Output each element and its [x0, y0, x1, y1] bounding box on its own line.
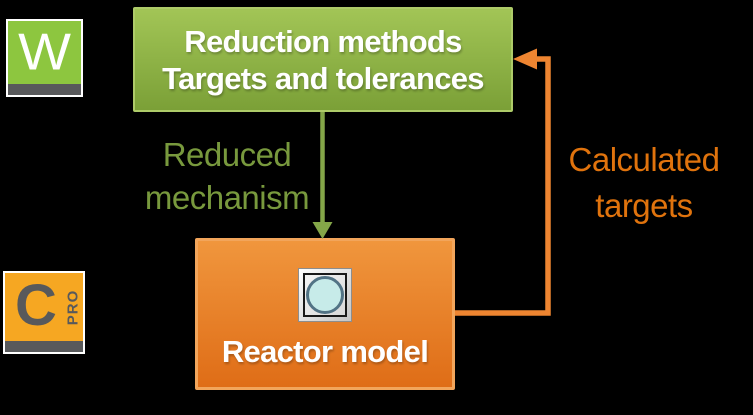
chemkin-pro-badge: PRO — [64, 289, 82, 326]
workbench-logo-face: W — [8, 21, 81, 84]
workbench-logo-icon: W — [6, 19, 83, 97]
calculated-targets-line1: Calculated — [568, 141, 720, 178]
reduced-mechanism-line1: Reduced — [162, 136, 292, 173]
reactor-icon-circle — [306, 276, 344, 314]
calculated-targets-line2: targets — [595, 187, 693, 224]
orange-box-title: Reactor model — [221, 334, 429, 369]
chemkin-logo-face: C PRO — [5, 273, 83, 341]
chemkin-letter: C — [15, 273, 57, 338]
green-box-title-line1: Reduction methods — [184, 23, 462, 59]
reduced-mechanism-line2: mechanism — [144, 179, 310, 216]
reactor-circle-icon — [298, 268, 352, 322]
green-box-title-line2: Targets and tolerances — [162, 60, 484, 96]
reactor-model-box: Reactor model — [195, 238, 455, 390]
workbench-letter: W — [18, 22, 71, 81]
calculated-targets-label: Calculated targets — [548, 137, 740, 229]
reduced-mechanism-label: Reduced mechanism — [116, 133, 338, 219]
workbench-logo-bar — [8, 84, 81, 95]
chemkin-logo-bar — [5, 341, 83, 352]
reactor-icon-frame — [303, 273, 347, 317]
chemkin-pro-logo-icon: C PRO — [3, 271, 85, 354]
reduction-methods-box: Reduction methods Targets and tolerances — [133, 7, 513, 112]
